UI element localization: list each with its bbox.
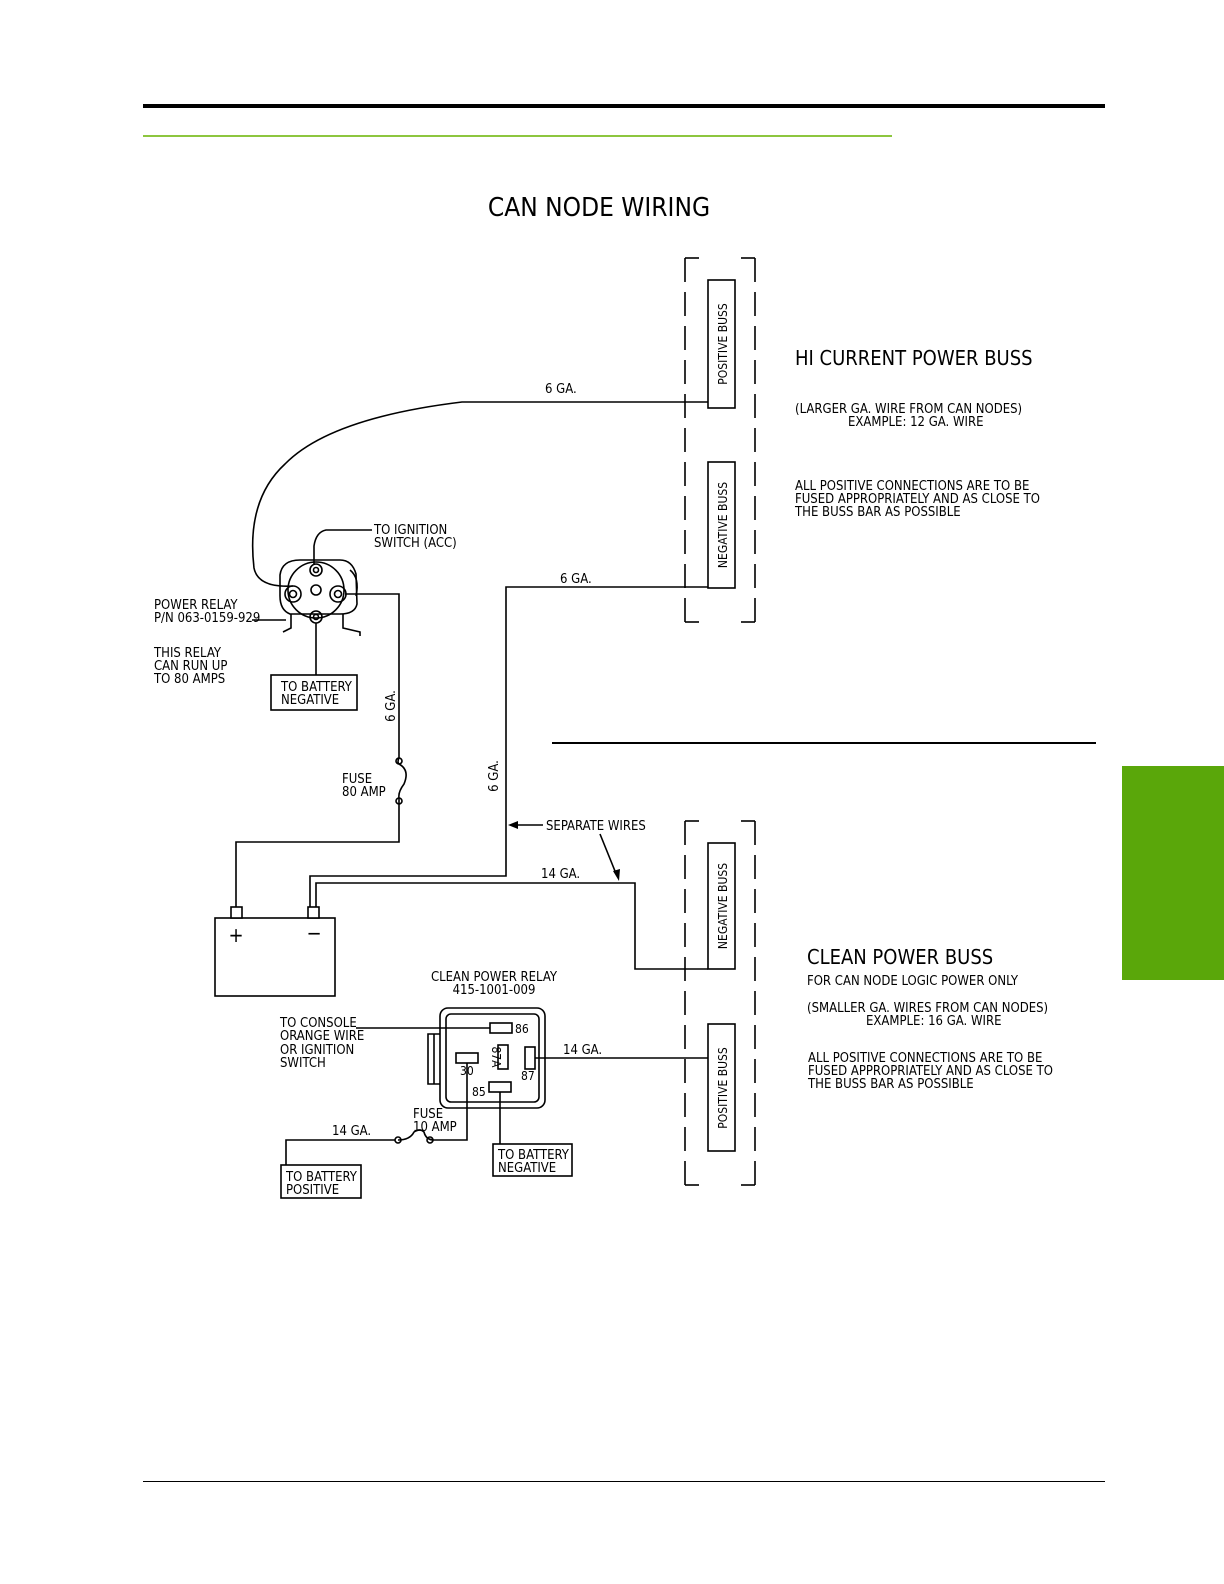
power-relay-to-battery-line2: NEGATIVE (281, 693, 339, 708)
power-relay-name: POWER RELAY (154, 598, 238, 613)
clean-negative-buss-bar: NEGATIVE BUSS (707, 842, 736, 970)
pin-30 (455, 1052, 479, 1064)
diagram-title: CAN NODE WIRING (488, 193, 710, 223)
clean-relay-to-battery-positive-box: TO BATTERY POSITIVE (280, 1164, 362, 1199)
hi-current-buss-enclosure (684, 257, 756, 623)
clean-relay-part-number: 415-1001-009 (453, 983, 536, 998)
wire-14ga-fuse10-to-battery-positive (285, 1139, 395, 1165)
to-ignition-line2: SWITCH (ACC) (374, 536, 457, 551)
power-relay-to-battery-negative-box: TO BATTERY NEGATIVE (270, 674, 358, 711)
clean-positive-buss-label: POSITIVE BUSS (716, 1047, 730, 1129)
clean-power-note2-line3: THE BUSS BAR AS POSSIBLE (807, 1077, 974, 1092)
power-relay (279, 559, 361, 636)
pin-86 (489, 1022, 513, 1034)
to-console-line3: OR IGNITION (280, 1043, 354, 1058)
hi-current-note2-line2: FUSED APPROPRIATELY AND AS CLOSE TO (795, 492, 1040, 507)
battery: + − (214, 906, 336, 997)
clean-positive-buss-bar: POSITIVE BUSS (707, 1023, 736, 1152)
clean-negative-buss-label: NEGATIVE BUSS (716, 863, 730, 949)
clean-buss-enclosure (684, 820, 756, 1186)
power-relay-note-line2: CAN RUN UP (154, 659, 227, 674)
fuse-80-label-line1: FUSE (342, 772, 372, 787)
fuse-80-label-line2: 80 AMP (342, 785, 386, 800)
fuse-10-label-line2: 10 AMP (413, 1120, 457, 1135)
wire-fuse-to-battery-positive (235, 804, 400, 908)
battery-minus-label: − (306, 921, 321, 945)
clean-relay-to-battery-negative-box: TO BATTERY NEGATIVE (492, 1143, 573, 1177)
wire-pin30-to-fuse10 (434, 1063, 468, 1141)
footer-rule (143, 1481, 1105, 1482)
hi-current-note2-line3: THE BUSS BAR AS POSSIBLE (794, 505, 961, 520)
to-battery-neg-line2: NEGATIVE (498, 1161, 556, 1176)
hi-current-note1-line1: (LARGER GA. WIRE FROM CAN NODES) (795, 402, 1022, 417)
clean-power-subheading: FOR CAN NODE LOGIC POWER ONLY (807, 974, 1019, 989)
power-relay-note-line1: THIS RELAY (153, 646, 222, 661)
clean-power-note2-line1: ALL POSITIVE CONNECTIONS ARE TO BE (808, 1051, 1042, 1066)
to-ignition-line1: TO IGNITION (373, 523, 447, 538)
to-console-line1: TO CONSOLE (279, 1016, 357, 1031)
battery-plus-label: + (228, 923, 243, 947)
hi-positive-buss-bar: POSITIVE BUSS (707, 279, 736, 409)
clean-power-relay: CLEAN POWER RELAY 415-1001-009 86 30 87A… (427, 970, 558, 1109)
power-relay-note-line3: TO 80 AMPS (153, 672, 225, 687)
to-battery-neg-line1: TO BATTERY (497, 1148, 570, 1163)
hi-current-note1-line2: EXAMPLE: 12 GA. WIRE (848, 415, 983, 430)
pin-87a-label: 87A (489, 1046, 503, 1068)
to-console-line4: SWITCH (280, 1056, 326, 1071)
wire-14ga-battery-to-clean-negative-buss (315, 882, 708, 970)
pin-87a (497, 1044, 509, 1070)
wire-14ga-neg-label: 14 GA. (541, 867, 580, 882)
to-battery-pos-line1: TO BATTERY (285, 1170, 358, 1185)
wire-to-ignition (313, 529, 372, 564)
wire-14ga-pos-label: 14 GA. (563, 1043, 602, 1058)
hi-negative-buss-bar: NEGATIVE BUSS (707, 461, 736, 589)
wire-6ga-relay-to-fuse (345, 593, 400, 758)
clean-power-heading: CLEAN POWER BUSS (807, 945, 993, 969)
clean-power-note2-line2: FUSED APPROPRIATELY AND AS CLOSE TO (808, 1064, 1053, 1079)
power-relay-part-number: P/N 063-0159-929 (154, 611, 260, 626)
wire-6ga-vert-long-label: 6 GA. (487, 760, 502, 792)
separate-wires-label: SEPARATE WIRES (546, 819, 646, 834)
hi-negative-buss-label: NEGATIVE BUSS (716, 482, 730, 568)
pin-87-label: 87 (521, 1069, 535, 1083)
clean-relay-name: CLEAN POWER RELAY (431, 970, 558, 985)
clean-power-note1-line1: (SMALLER GA. WIRES FROM CAN NODES) (807, 1001, 1048, 1016)
pin-86-label: 86 (515, 1022, 529, 1036)
wire-6ga-battery-to-hi-negative-buss (309, 586, 708, 907)
pin-87 (524, 1046, 536, 1070)
fuse-80-amp-symbol (397, 757, 407, 804)
fuse-10-label-line1: FUSE (413, 1107, 443, 1122)
wire-6ga-relay-to-positive-buss (251, 401, 708, 587)
section-tab (1122, 766, 1224, 980)
pin-85 (488, 1081, 512, 1093)
fuse-10-terminal-right (426, 1136, 434, 1144)
wire-14ga-fuse-label: 14 GA. (332, 1124, 371, 1139)
power-relay-labels: POWER RELAY P/N 063-0159-929 THIS RELAY … (153, 598, 286, 687)
header-rule-black (143, 104, 1105, 108)
hi-current-note2-line1: ALL POSITIVE CONNECTIONS ARE TO BE (795, 479, 1029, 494)
wire-6ga-top-label: 6 GA. (545, 382, 577, 397)
hi-current-heading: HI CURRENT POWER BUSS (795, 346, 1033, 370)
separate-wires-callout: SEPARATE WIRES (508, 819, 646, 881)
to-console-line2: ORANGE WIRE (280, 1029, 364, 1044)
clean-power-note1-line2: EXAMPLE: 16 GA. WIRE (866, 1014, 1001, 1029)
header-rule-green (143, 135, 892, 137)
hi-positive-buss-label: POSITIVE BUSS (716, 303, 730, 385)
power-relay-to-battery-line1: TO BATTERY (280, 680, 353, 695)
fuse-80-terminal-top (395, 757, 403, 765)
wire-6ga-neg-label: 6 GA. (560, 572, 592, 587)
pin-85-label: 85 (472, 1085, 486, 1099)
wire-6ga-vert-relay-label: 6 GA. (384, 690, 399, 722)
to-battery-pos-line2: POSITIVE (286, 1183, 339, 1198)
